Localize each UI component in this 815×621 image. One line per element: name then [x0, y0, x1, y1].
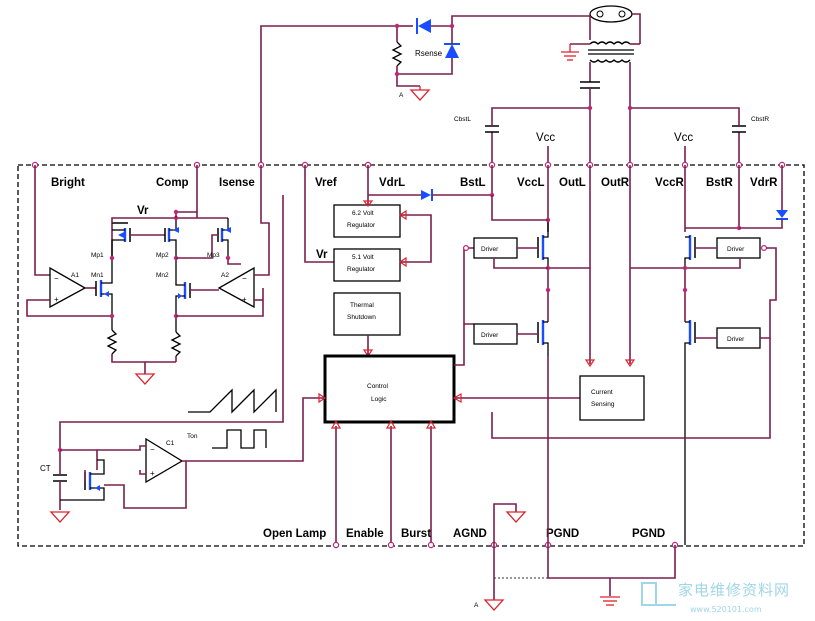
svg-text:−: −	[150, 445, 155, 454]
svg-text:−: −	[242, 274, 247, 283]
node-a-top-label: A	[399, 92, 404, 99]
mp3-label: Mp3	[207, 252, 220, 259]
pin-comp: Comp	[156, 177, 189, 189]
vr-mid-label: Vr	[316, 249, 328, 261]
a1-label: A1	[71, 272, 79, 279]
reg51-line2: Regulator	[347, 266, 376, 273]
error-amplifier-section: − + − +	[26, 165, 270, 385]
driver-bottom-left: Driver	[481, 332, 499, 339]
thermal-line2: Shutdown	[347, 314, 376, 321]
watermark-url: www.520101.com	[690, 605, 762, 614]
watermark-logo	[641, 582, 676, 606]
ton-waveform	[212, 429, 267, 449]
driver-top-right: Driver	[727, 246, 745, 253]
bottom-pins	[332, 541, 679, 549]
pin-vdrl: VdrL	[379, 177, 405, 189]
svg-text:−: −	[54, 274, 59, 283]
pin-vccl: VccL	[517, 177, 545, 189]
mp1-label: Mp1	[91, 252, 104, 259]
a2-label: A2	[221, 272, 229, 279]
driver-top-left: Driver	[481, 246, 499, 253]
node-a-bottom-label: A	[474, 602, 479, 609]
pin-isense: Isense	[219, 177, 255, 189]
svg-text:+: +	[242, 295, 247, 304]
regulator-section	[333, 165, 495, 358]
pin-open-lamp: Open Lamp	[263, 528, 326, 540]
pin-bright: Bright	[51, 177, 85, 189]
reg62-line1: 6.2 Volt	[352, 210, 374, 217]
watermark-cn: 家电维修资料网	[678, 581, 790, 599]
cbstl-label: CbstL	[454, 116, 471, 123]
mp2-label: Mp2	[156, 252, 169, 259]
svg-text:+: +	[54, 295, 59, 304]
vcc-right-label: Vcc	[674, 132, 693, 144]
pin-agnd: AGND	[453, 528, 487, 540]
ton-label: Ton	[187, 433, 198, 440]
outr-sense-arrow	[624, 359, 636, 368]
mn2-label: Mn2	[156, 272, 169, 279]
svg-text:+: +	[150, 469, 155, 478]
ramp-waveform	[188, 388, 277, 414]
pin-pgnd-right: PGND	[632, 528, 665, 540]
pin-vdrr: VdrR	[750, 177, 778, 189]
c1-label: C1	[166, 440, 175, 447]
ic-boundary	[17, 164, 805, 547]
current-line2: Sensing	[591, 401, 615, 408]
reg51-line1: 5.1 Volt	[352, 254, 374, 261]
control-line2: Logic	[371, 396, 387, 403]
driver-bottom-right: Driver	[727, 336, 745, 343]
vr-top-label: Vr	[137, 205, 149, 217]
pin-outr: OutR	[601, 177, 630, 189]
control-line1: Control	[367, 383, 389, 390]
pin-enable: Enable	[346, 528, 384, 540]
vcc-left-label: Vcc	[536, 132, 555, 144]
bottom-external	[483, 545, 676, 611]
pin-bstr: BstR	[706, 177, 734, 189]
thermal-line1: Thermal	[350, 302, 374, 309]
current-sensing-block	[579, 375, 645, 421]
control-logic-block	[323, 354, 456, 424]
control-inputs	[318, 247, 580, 545]
agnd-ground-icon	[505, 511, 527, 523]
top-external-circuit	[260, 5, 746, 165]
top-pins	[31, 161, 786, 169]
left-bridge	[463, 165, 596, 545]
pin-outl: OutL	[559, 177, 586, 189]
mn1-label: Mn1	[91, 272, 104, 279]
pin-burst: Burst	[401, 528, 431, 540]
right-bridge	[491, 165, 788, 545]
cbstr-label: CbstR	[751, 116, 769, 123]
rsense-label: Rsense	[415, 49, 443, 58]
pin-vccr: VccR	[655, 177, 684, 189]
agnd-wire	[493, 503, 517, 545]
oscillator-section: − +	[49, 165, 360, 523]
pin-vref: Vref	[315, 177, 337, 189]
current-line1: Current	[591, 389, 613, 396]
ct-label: CT	[40, 464, 51, 473]
pin-pgnd-left: PGND	[546, 528, 579, 540]
pin-bstl: BstL	[460, 177, 486, 189]
reg62-line2: Regulator	[347, 222, 376, 229]
